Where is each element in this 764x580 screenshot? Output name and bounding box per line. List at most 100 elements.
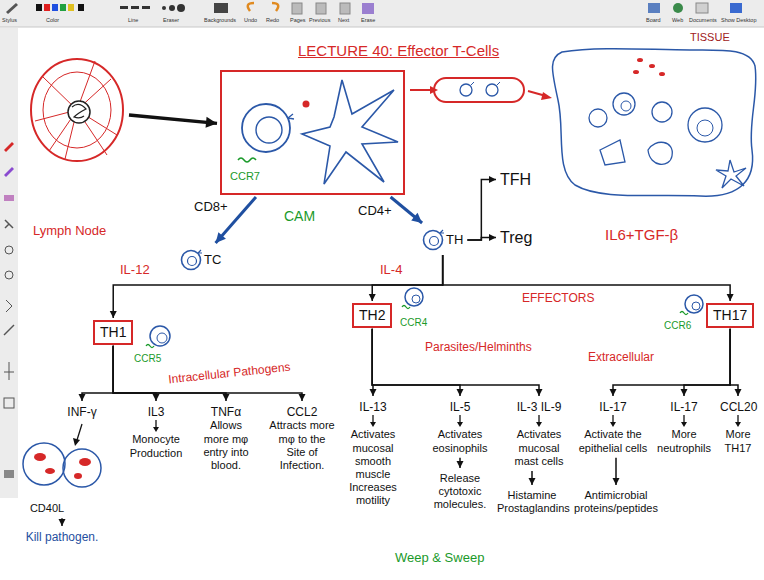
cytokine-node: CCL20More TH17	[718, 398, 758, 457]
down-arrow	[153, 427, 159, 432]
t-cell-icon	[182, 251, 201, 270]
node-body: Activate the epithelial cells	[578, 428, 648, 454]
macrophage-killing-figure	[79, 458, 91, 466]
t-cell-icon	[198, 250, 202, 253]
arrowhead	[489, 234, 496, 241]
toolbar	[272, 3, 278, 11]
t-cell-figures	[150, 326, 170, 346]
connector	[730, 329, 741, 396]
down-arrow	[683, 415, 684, 423]
arrowhead	[536, 389, 543, 396]
node-body: Activates eosinophils	[422, 428, 498, 454]
node-title: IL-17	[654, 400, 714, 414]
arrowhead	[153, 394, 160, 401]
tool-column	[4, 195, 14, 201]
toolbar-label: Web	[672, 17, 683, 24]
antigen-presentation-drawing	[288, 114, 294, 119]
tissue	[621, 101, 631, 111]
toolbar	[36, 4, 42, 11]
toolbar-label: Documents	[689, 17, 717, 24]
toolbar	[44, 4, 50, 11]
macrophage-killing-figure	[74, 473, 82, 479]
node-title: TH2	[359, 307, 385, 324]
toolbar	[120, 6, 128, 9]
down-arrow	[737, 415, 738, 423]
toolbar	[292, 3, 302, 14]
antigen-presentation-drawing	[242, 104, 290, 152]
connector-line	[82, 346, 113, 401]
tool-column	[4, 470, 14, 478]
outcome-node: Kill pathogen.	[22, 528, 102, 546]
arrowhead	[216, 232, 226, 243]
node-body: Activates mucosal mast cells	[510, 428, 568, 468]
cytokine-node: IL3Monocyte Production	[125, 403, 187, 462]
node-title: CCL20	[720, 400, 756, 414]
connector-line	[372, 329, 539, 396]
node-title: TFH	[500, 170, 531, 189]
node-title: IL-3 IL-9	[510, 400, 568, 414]
pathogen-label: Intracellular Pathogens	[168, 360, 292, 387]
tool-column	[5, 246, 13, 254]
toolbar	[169, 5, 175, 11]
node-title: IL3	[127, 405, 185, 419]
connector	[113, 346, 305, 401]
lymph-node: Lymph Node	[27, 55, 127, 165]
node-title: TH1	[100, 324, 126, 341]
arrowhead	[110, 311, 117, 318]
down-arrow	[679, 415, 689, 427]
node-title: CCR7	[230, 170, 260, 183]
connector	[457, 458, 464, 468]
down-arrow	[459, 415, 460, 423]
tool-column	[4, 325, 14, 335]
lymph-node-drawing	[35, 61, 117, 159]
toolbar	[362, 3, 374, 14]
tissue	[659, 72, 665, 76]
connector	[59, 518, 66, 526]
toolbar	[68, 4, 74, 11]
node-title: Kill pathogen.	[24, 530, 100, 544]
arrowhead	[489, 176, 496, 183]
macrophage-killing-figure	[23, 443, 65, 485]
blood-vessel	[471, 82, 500, 85]
connector	[369, 255, 443, 301]
arrowhead	[411, 213, 422, 223]
toolbar	[0, 0, 764, 27]
connector	[467, 234, 496, 241]
arrowhead	[529, 478, 536, 485]
t-cell-icon	[180, 248, 204, 272]
down-arrow	[608, 415, 618, 427]
connector	[681, 329, 731, 396]
tool-column	[4, 167, 14, 177]
arrowhead	[206, 117, 217, 128]
connector	[110, 255, 443, 318]
connector	[467, 176, 496, 240]
helper-t-cell: TH	[420, 226, 465, 254]
tissue	[613, 93, 635, 115]
down-arrow	[457, 422, 463, 427]
tissue	[589, 109, 607, 127]
t-cell-figures	[402, 306, 410, 309]
tissue	[652, 102, 672, 122]
th17-box: TH17	[706, 303, 754, 328]
connector-line	[372, 255, 442, 301]
cytokine-node: TNFαAllows more mφ entry into blood.	[195, 403, 257, 474]
toolbar	[248, 3, 254, 11]
arrowhead	[370, 389, 377, 396]
tool-column	[6, 300, 12, 312]
node-title: IL-13	[337, 400, 409, 414]
tool-column	[4, 362, 14, 380]
connector-line	[730, 329, 738, 396]
arrowhead	[369, 294, 376, 301]
tissue	[649, 64, 655, 68]
toolbar	[6, 3, 18, 14]
outcome-node: Histamine Prostaglandins	[495, 487, 569, 517]
outcome-node: Antimicrobial proteins/peptides	[572, 487, 660, 517]
cytokine-node: IL-3 IL-9Activates mucosal mast cells	[508, 398, 570, 470]
toolbar-label: Next	[338, 17, 349, 24]
node-title: TC	[204, 252, 221, 267]
pathogen-label: Parasites/Helminths	[425, 340, 532, 354]
cytokine-node: CCL2Attracts more mφ to the Site of Infe…	[266, 403, 338, 474]
tissue	[553, 49, 756, 196]
th1-box: TH1	[93, 320, 133, 345]
